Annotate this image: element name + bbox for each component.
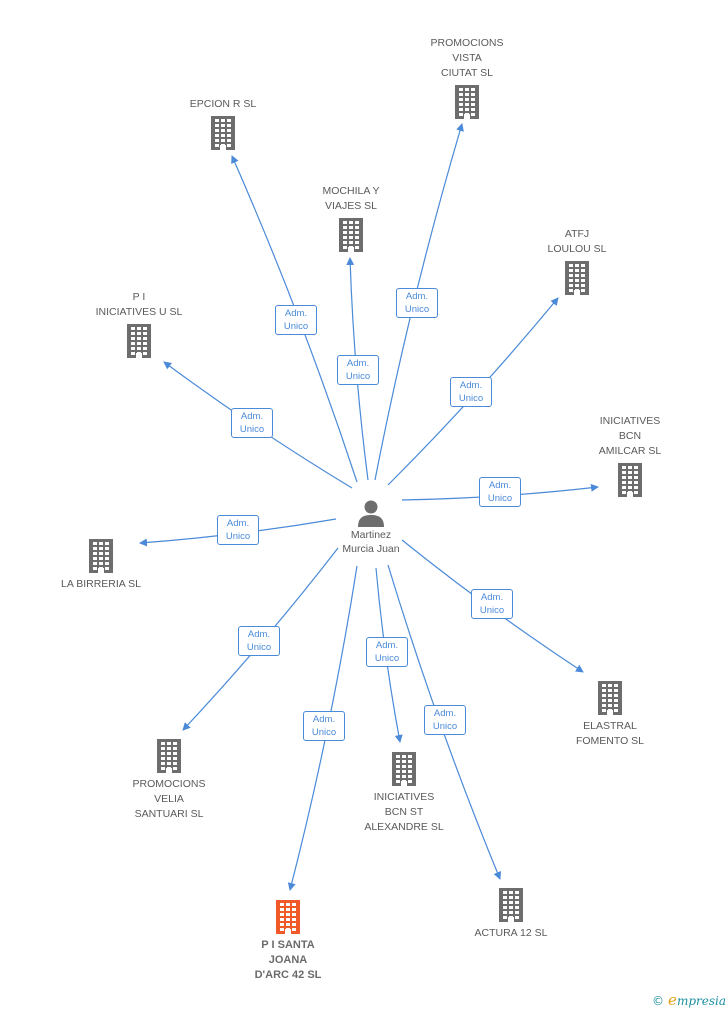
person-node[interactable]: Martinez Murcia Juan [316,498,426,556]
building-icon [499,888,523,922]
company-node-pi-santa-joana-darc-42[interactable]: P I SANTA JOANA D'ARC 42 SL [213,900,363,983]
company-node-actura-12[interactable]: ACTURA 12 SL [436,888,586,941]
company-node-epcion-r[interactable]: EPCION R SL [148,97,298,150]
company-label: LA BIRRERIA SL [61,578,141,590]
building-icon [89,539,113,573]
company-label: PROMOCIONS VISTA CIUTAT SL [430,37,504,79]
company-label: INICIATIVES BCN AMILCAR SL [598,415,662,457]
company-node-promocions-vista-ciutat[interactable]: PROMOCIONS VISTA CIUTAT SL [392,36,542,119]
role-badge-promocions-vista-ciutat[interactable]: Adm. Unico [396,288,438,318]
copyright-symbol: © [652,994,665,1008]
building-icon [565,261,589,295]
company-label: PROMOCIONS VELIA SANTUARI SL [132,778,206,820]
building-icon [598,681,622,715]
company-label: EPCION R SL [189,98,257,110]
empresia-watermark: ©empresia [652,991,726,1009]
company-node-la-birreria[interactable]: LA BIRRERIA SL [26,539,176,592]
brand-text: mpresia [676,994,726,1008]
role-badge-pi-santa-joana-darc-42[interactable]: Adm. Unico [303,711,345,741]
company-label: P I INICIATIVES U SL [95,291,183,318]
company-label: ATFJ LOULOU SL [547,228,607,255]
building-icon [211,116,235,150]
company-node-elastral-fomento[interactable]: ELASTRAL FOMENTO SL [535,681,685,749]
building-icon [127,324,151,358]
person-name: Martinez Murcia Juan [342,529,400,555]
company-node-promocions-velia-santuari[interactable]: PROMOCIONS VELIA SANTUARI SL [94,739,244,822]
building-icon [618,463,642,497]
building-icon [339,218,363,252]
role-badge-epcion-r[interactable]: Adm. Unico [275,305,317,335]
building-icon [157,739,181,773]
company-label: P I SANTA JOANA D'ARC 42 SL [254,939,322,981]
company-label: ELASTRAL FOMENTO SL [575,720,645,747]
company-node-mochila-y-viajes[interactable]: MOCHILA Y VIAJES SL [276,184,426,252]
role-badge-iniciatives-bcn-amilcar[interactable]: Adm. Unico [479,477,521,507]
role-badge-iniciatives-bcn-st-alexandre[interactable]: Adm. Unico [366,637,408,667]
brand-initial: e [668,991,677,1009]
role-badge-la-birreria[interactable]: Adm. Unico [217,515,259,545]
company-label: MOCHILA Y VIAJES SL [322,185,380,212]
role-badge-actura-12[interactable]: Adm. Unico [424,705,466,735]
role-badge-mochila-y-viajes[interactable]: Adm. Unico [337,355,379,385]
company-label: INICIATIVES BCN ST ALEXANDRE SL [364,791,444,833]
person-icon [358,500,384,527]
company-node-iniciatives-bcn-amilcar[interactable]: INICIATIVES BCN AMILCAR SL [555,414,705,497]
company-node-iniciatives-bcn-st-alexandre[interactable]: INICIATIVES BCN ST ALEXANDRE SL [329,752,479,835]
building-icon [392,752,416,786]
role-badge-pi-iniciatives-u[interactable]: Adm. Unico [231,408,273,438]
role-badge-atfj-loulou[interactable]: Adm. Unico [450,377,492,407]
company-node-pi-iniciatives-u[interactable]: P I INICIATIVES U SL [64,290,214,358]
company-node-atfj-loulou[interactable]: ATFJ LOULOU SL [502,227,652,295]
role-badge-promocions-velia-santuari[interactable]: Adm. Unico [238,626,280,656]
role-badge-elastral-fomento[interactable]: Adm. Unico [471,589,513,619]
building-icon [455,85,479,119]
building-icon [276,900,300,934]
company-label: ACTURA 12 SL [474,927,548,939]
